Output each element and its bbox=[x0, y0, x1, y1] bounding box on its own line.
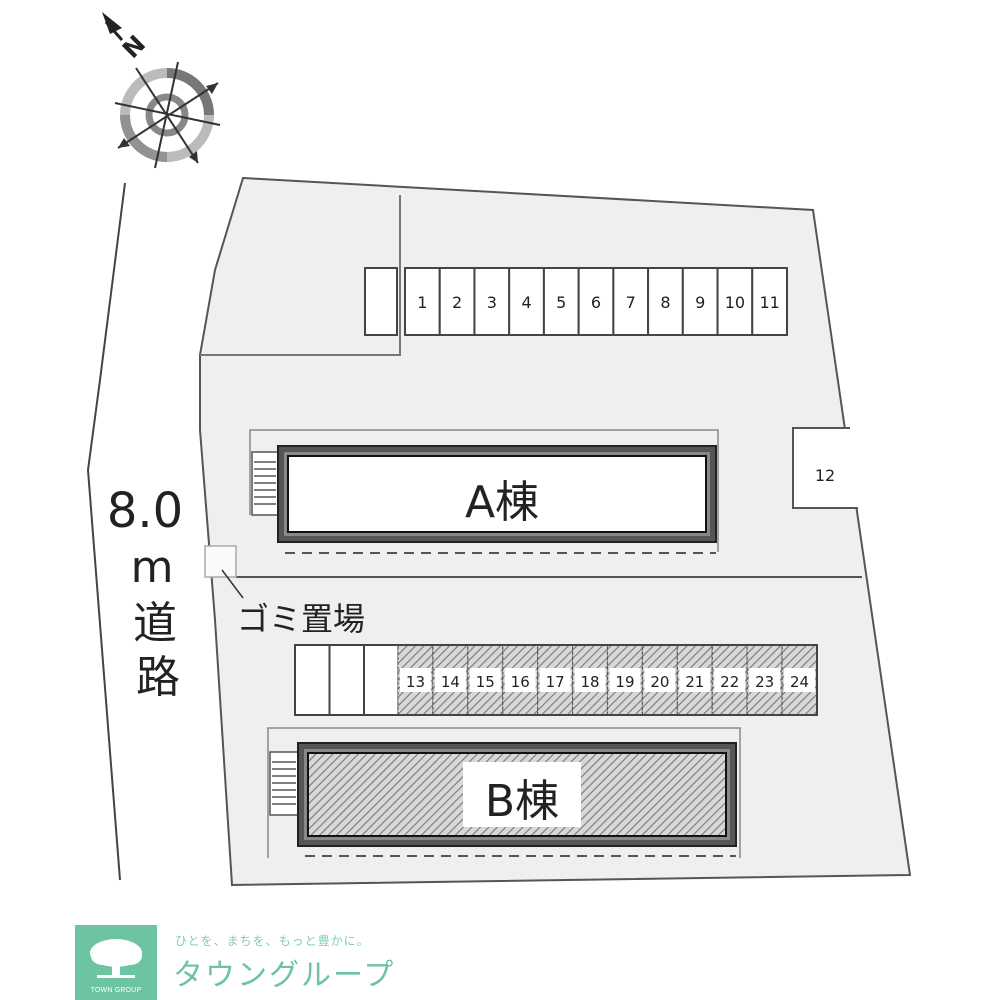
parking-spot bbox=[577, 267, 615, 336]
spot-label: 8 bbox=[660, 293, 670, 312]
building-b: B棟 bbox=[267, 727, 741, 858]
parking-spot-unnumbered bbox=[364, 267, 398, 336]
building-a-label: A棟 bbox=[465, 477, 539, 528]
spot-12-label: 12 bbox=[815, 466, 835, 485]
parking-spot-unnumbered bbox=[294, 644, 331, 716]
spot-label: 16 bbox=[511, 673, 530, 691]
spot-label: 1 bbox=[417, 293, 427, 312]
road-label: 8.0 m 道 路 bbox=[107, 483, 183, 703]
spot-label: 3 bbox=[487, 293, 497, 312]
svg-text:路: 路 bbox=[136, 652, 180, 703]
parking-spot bbox=[438, 267, 476, 336]
spot-label: 7 bbox=[626, 293, 636, 312]
spot-label: 18 bbox=[580, 673, 599, 691]
spot-label: 13 bbox=[406, 673, 425, 691]
north-arrow-compass-icon: N bbox=[102, 12, 221, 169]
parking-row-1: 1 2 3 4 5 6 7 8 9 10 11 bbox=[364, 267, 788, 336]
svg-text:m: m bbox=[131, 542, 174, 593]
parking-spot-12 bbox=[792, 427, 858, 509]
spot-label: 21 bbox=[685, 673, 704, 691]
building-a: A棟 bbox=[249, 429, 719, 554]
svg-text:道: 道 bbox=[133, 598, 177, 649]
spot-label: 23 bbox=[755, 673, 774, 691]
parking-spot bbox=[542, 267, 580, 336]
spot-label: 20 bbox=[650, 673, 669, 691]
parking-spot bbox=[647, 267, 684, 336]
spot-label: 14 bbox=[441, 673, 460, 691]
parking-spot bbox=[612, 267, 650, 336]
spot-label: 22 bbox=[720, 673, 739, 691]
spot-label: 15 bbox=[476, 673, 495, 691]
logo-subtext: TOWN GROUP bbox=[90, 987, 142, 994]
spot-label: 19 bbox=[615, 673, 634, 691]
spot-label: 4 bbox=[521, 293, 531, 312]
spot-label: 24 bbox=[790, 673, 809, 691]
parking-row-2: 13 14 15 16 17 18 19 20 21 22 23 24 bbox=[294, 644, 818, 716]
spot-label: 5 bbox=[556, 293, 566, 312]
spot-label: 10 bbox=[725, 293, 745, 312]
parking-spot bbox=[716, 267, 754, 336]
garbage-area-box bbox=[204, 545, 237, 578]
road-edge-left bbox=[86, 182, 126, 881]
north-label: N bbox=[117, 30, 151, 64]
svg-text:8.0: 8.0 bbox=[107, 483, 183, 539]
parking-spot-unnumbered bbox=[328, 644, 365, 716]
logo-brand-name: タウングループ bbox=[173, 958, 396, 993]
town-group-logo: TOWN GROUP bbox=[75, 925, 157, 1000]
spot-label: 6 bbox=[591, 293, 601, 312]
spot-label: 17 bbox=[546, 673, 565, 691]
building-b-label: B棟 bbox=[485, 776, 559, 827]
garbage-area-label: ゴミ置場 bbox=[237, 600, 365, 638]
spot-label: 9 bbox=[695, 293, 705, 312]
spot-label: 2 bbox=[452, 293, 462, 312]
garbage-leader-line bbox=[221, 569, 244, 599]
parking-spot bbox=[751, 267, 788, 336]
parcel-divider bbox=[200, 195, 401, 356]
parking-spot bbox=[473, 267, 511, 336]
logo-tagline: ひとを、まちを、もっと豊かに。 bbox=[175, 934, 370, 948]
parking-spot-unnumbered bbox=[363, 644, 400, 716]
tree-icon bbox=[90, 939, 142, 978]
spot-label: 11 bbox=[759, 293, 779, 312]
